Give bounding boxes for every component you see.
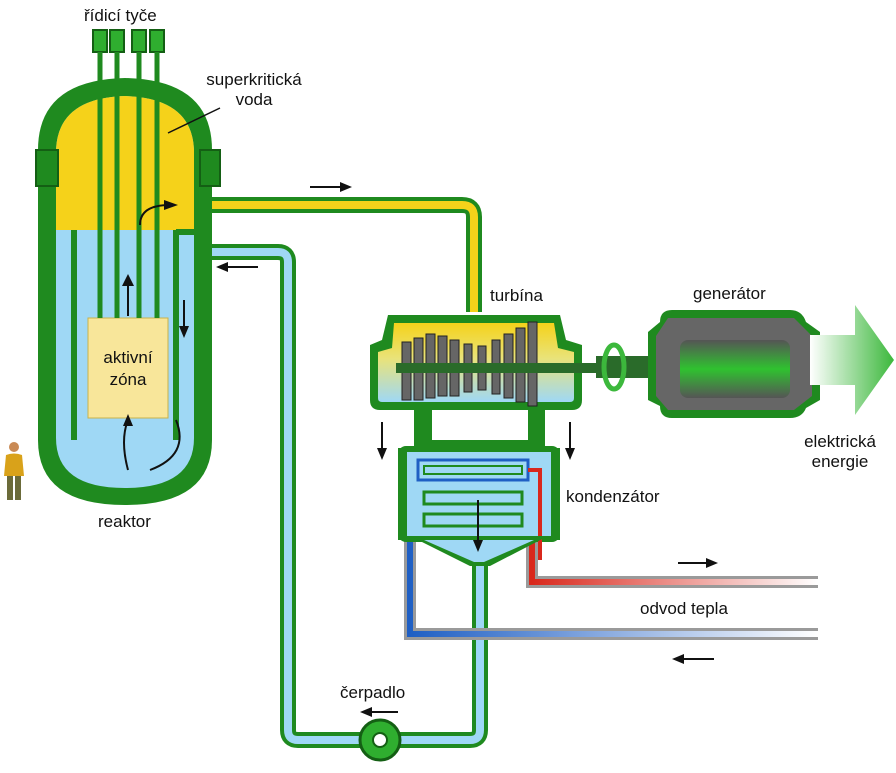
label-electric-energy-2: energie [811, 452, 869, 471]
label-control-rods: řídicí tyče [84, 6, 157, 25]
label-generator: generátor [693, 284, 766, 303]
label-electric-energy-1: elektrická [804, 432, 876, 451]
label-pump: čerpadlo [340, 683, 406, 702]
reactor-flow-arrows [122, 200, 189, 471]
flow-arrows [216, 182, 718, 717]
label-supercritical-water-2: voda [235, 90, 273, 109]
shaft-coupling [596, 342, 662, 392]
electric-output-arrow [810, 305, 894, 415]
label-leader-line [167, 107, 221, 134]
feedwater-line [200, 244, 488, 748]
person-scale-figure [4, 442, 24, 500]
turbine [370, 315, 646, 410]
label-core-2: zóna [109, 370, 147, 389]
label-core-1: aktivní [103, 348, 153, 367]
reactor-core [87, 317, 169, 419]
steam-line [200, 197, 482, 312]
condenser [398, 446, 560, 566]
label-condenser: kondenzátor [566, 487, 660, 506]
pump [358, 718, 402, 762]
label-turbine: turbína [490, 286, 543, 305]
label-supercritical-water-1: superkritická [206, 70, 302, 89]
label-heat-removal: odvod tepla [640, 599, 728, 618]
label-reactor: reaktor [98, 512, 151, 531]
control-rods [92, 29, 165, 318]
generator [648, 310, 820, 418]
